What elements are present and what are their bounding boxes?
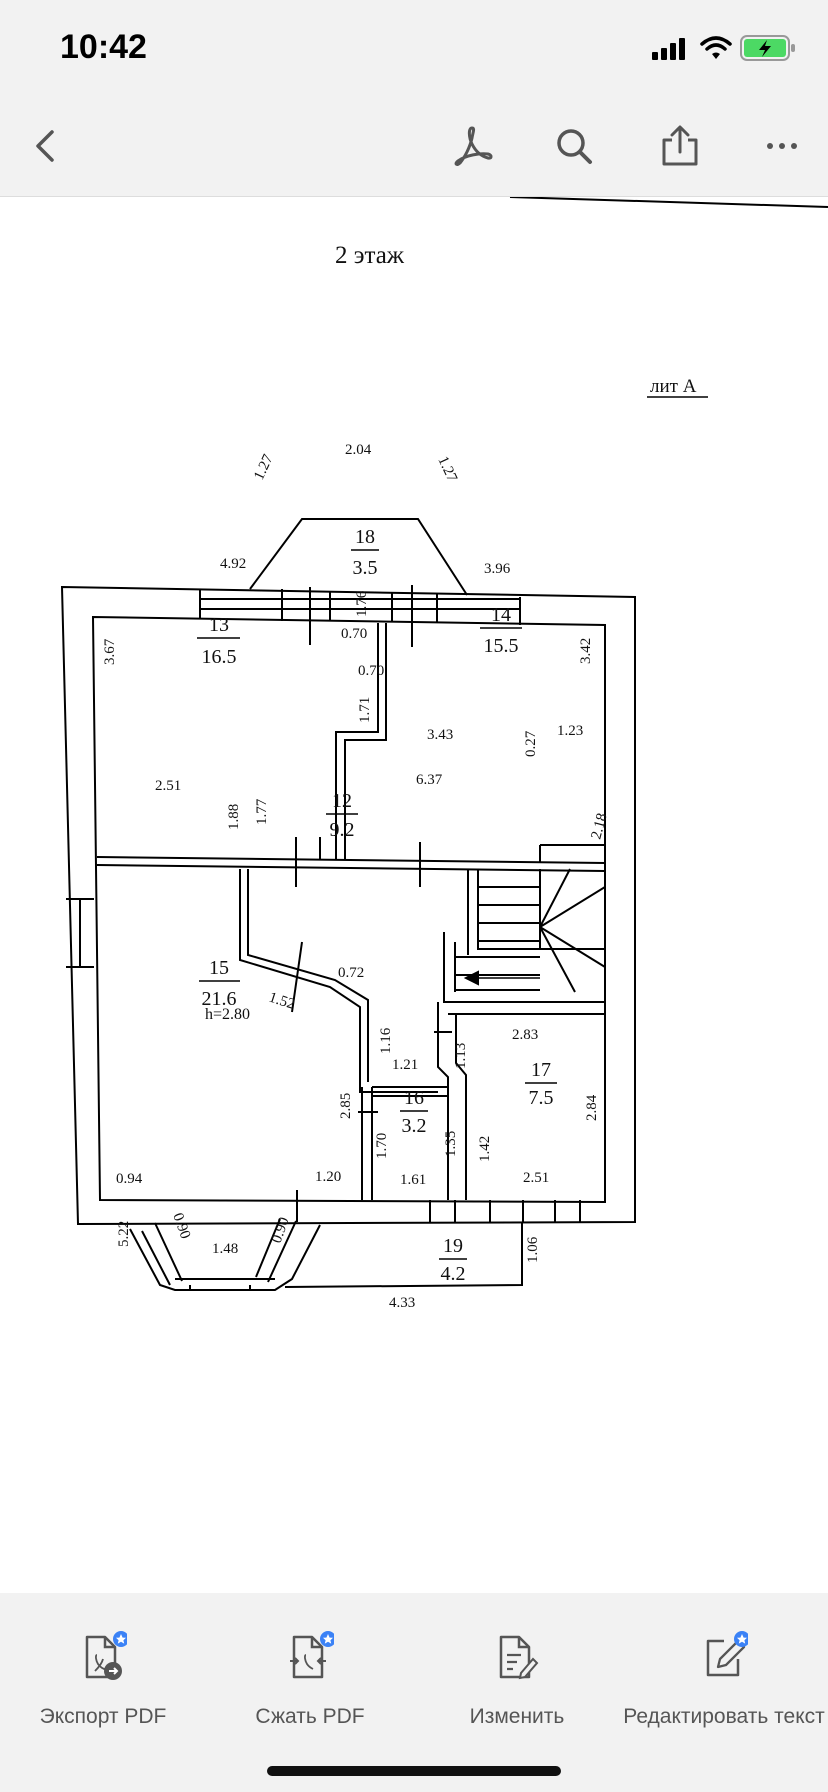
room-label: 14 [491, 604, 511, 626]
room-label: 12 [332, 790, 352, 812]
edit-text-button[interactable]: Редактировать текст [621, 1617, 827, 1728]
share-icon[interactable] [656, 122, 704, 170]
compress-pdf-icon [290, 1631, 334, 1679]
dimension-label: 4.92 [220, 556, 246, 572]
dimension-label: 1.16 [378, 1027, 394, 1054]
battery-icon [740, 35, 795, 61]
dimension-label: 2.83 [512, 1027, 538, 1043]
dimension-label: 0.90 [269, 1215, 293, 1245]
dimension-label: 1.27 [251, 452, 277, 483]
room-label: 16 [404, 1087, 424, 1109]
dimension-label: 1.13 [453, 1043, 469, 1069]
room-area: 3.5 [353, 557, 378, 579]
dimension-label: 2.04 [345, 442, 372, 458]
edit-text-label: Редактировать текст [623, 1705, 825, 1728]
dimension-label: 5.22 [116, 1221, 132, 1247]
ceiling-height: h=2.80 [205, 1006, 250, 1023]
dimension-label: 1.20 [315, 1169, 341, 1185]
export-pdf-label: Экспорт PDF [39, 1705, 167, 1728]
edit-label: Изменить [469, 1705, 565, 1728]
dimension-label: 1.88 [226, 804, 242, 830]
dimension-label: 2.18 [588, 812, 610, 841]
dimension-label: 6.37 [416, 772, 443, 788]
dimension-label: 1.42 [477, 1136, 493, 1162]
dimension-label: 1.71 [357, 697, 373, 723]
dimension-label: 0.94 [116, 1171, 143, 1187]
dimension-label: 4.33 [389, 1295, 415, 1311]
edit-button[interactable]: Изменить [414, 1617, 620, 1728]
dimension-label: 2.51 [155, 778, 181, 794]
liter-label: лит А [650, 376, 697, 397]
room-label: 15 [209, 957, 229, 979]
dimension-label: 1.06 [525, 1236, 541, 1263]
acrobat-icon[interactable] [448, 122, 496, 170]
dimension-label: 0.72 [338, 965, 364, 981]
more-icon[interactable] [758, 122, 806, 170]
room-area: 15.5 [484, 635, 519, 657]
room-area: 21.6 [202, 988, 237, 1010]
compress-pdf-button[interactable]: Сжать PDF [207, 1617, 413, 1728]
dimension-label: 1.70 [374, 1133, 390, 1159]
dimension-label: 0.90 [169, 1211, 193, 1241]
search-icon[interactable] [550, 122, 598, 170]
status-bar: 10:42 [0, 0, 828, 96]
dimension-label: 1.27 [434, 454, 460, 485]
home-indicator[interactable] [267, 1766, 561, 1776]
dimension-label: 3.96 [484, 561, 511, 577]
cellular-signal-icon [652, 38, 685, 60]
export-pdf-icon [85, 1631, 127, 1680]
floor-title: 2 этаж [335, 242, 405, 269]
dimension-label: 1.35 [443, 1131, 459, 1157]
viewer-toolbar [0, 96, 828, 197]
dimension-label: 1.48 [212, 1241, 238, 1257]
export-pdf-button[interactable]: Экспорт PDF [0, 1617, 206, 1728]
room-label: 19 [443, 1235, 463, 1257]
dimension-label: 1.52 [267, 990, 297, 1013]
chevron-left-icon[interactable] [22, 122, 70, 170]
dimension-label: 1.76 [354, 590, 370, 617]
pdf-page[interactable]: 2 этаж лит А [0, 197, 828, 1593]
bottom-action-bar: Экспорт PDF Сжать PDF Изменить Редактиро… [0, 1593, 828, 1792]
dimension-label: 2.84 [584, 1094, 600, 1121]
dimension-label: 0.70 [341, 626, 367, 642]
edit-text-icon [706, 1631, 748, 1677]
dimension-label: 1.23 [557, 723, 583, 739]
wifi-icon [700, 36, 732, 59]
dimension-label: 3.43 [427, 727, 453, 743]
room-area: 3.2 [402, 1115, 427, 1137]
dimension-label: 3.42 [578, 638, 594, 664]
dimension-label: 1.77 [254, 798, 270, 825]
dimension-label: 2.51 [523, 1170, 549, 1186]
dimension-label: 0.27 [523, 730, 539, 757]
room-area: 9.2 [330, 819, 355, 841]
status-time: 10:42 [60, 28, 147, 66]
dimension-label: 2.85 [338, 1093, 354, 1119]
room-area: 16.5 [202, 646, 237, 668]
compress-pdf-label: Сжать PDF [255, 1705, 365, 1728]
dimension-label: 1.61 [400, 1172, 426, 1188]
dimension-label: 3.67 [102, 638, 118, 665]
edit-document-icon [499, 1635, 539, 1680]
floor-plan: 2 этаж лит А [60, 197, 828, 1311]
room-label: 18 [355, 526, 375, 548]
room-area: 4.2 [441, 1263, 466, 1285]
room-label: 17 [531, 1059, 551, 1081]
room-labels: 13 16.5 14 15.5 12 9.2 15 21.6 16 3.2 17… [197, 526, 557, 1285]
room-area: 7.5 [529, 1087, 554, 1109]
dimension-label: 0.70 [358, 663, 384, 679]
dimension-label: 1.21 [392, 1057, 418, 1073]
room-label: 13 [209, 614, 229, 636]
